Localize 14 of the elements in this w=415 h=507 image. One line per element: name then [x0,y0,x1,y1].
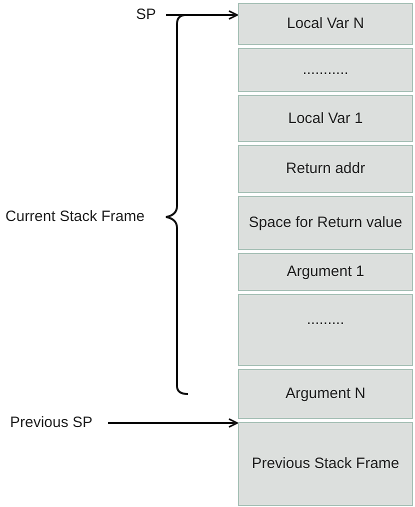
stack-slot: ......... [238,294,413,366]
stack-slot: Return addr [238,145,413,193]
stack-slot: Argument 1 [238,253,413,291]
frame-label: Current Stack Frame [4,207,146,227]
arrow [108,418,238,428]
pointer-label: Previous SP [10,412,93,434]
stack-slot: Argument N [238,369,413,419]
stack-slot: Space for Return value [238,196,413,250]
arrow [166,10,238,20]
stack-slot: Previous Stack Frame [238,422,413,506]
stack-slot: ........... [238,48,413,92]
stack-slot: Local Var N [238,3,413,45]
pointer-label: SP [136,4,156,26]
stack-slot: Local Var 1 [238,95,413,142]
